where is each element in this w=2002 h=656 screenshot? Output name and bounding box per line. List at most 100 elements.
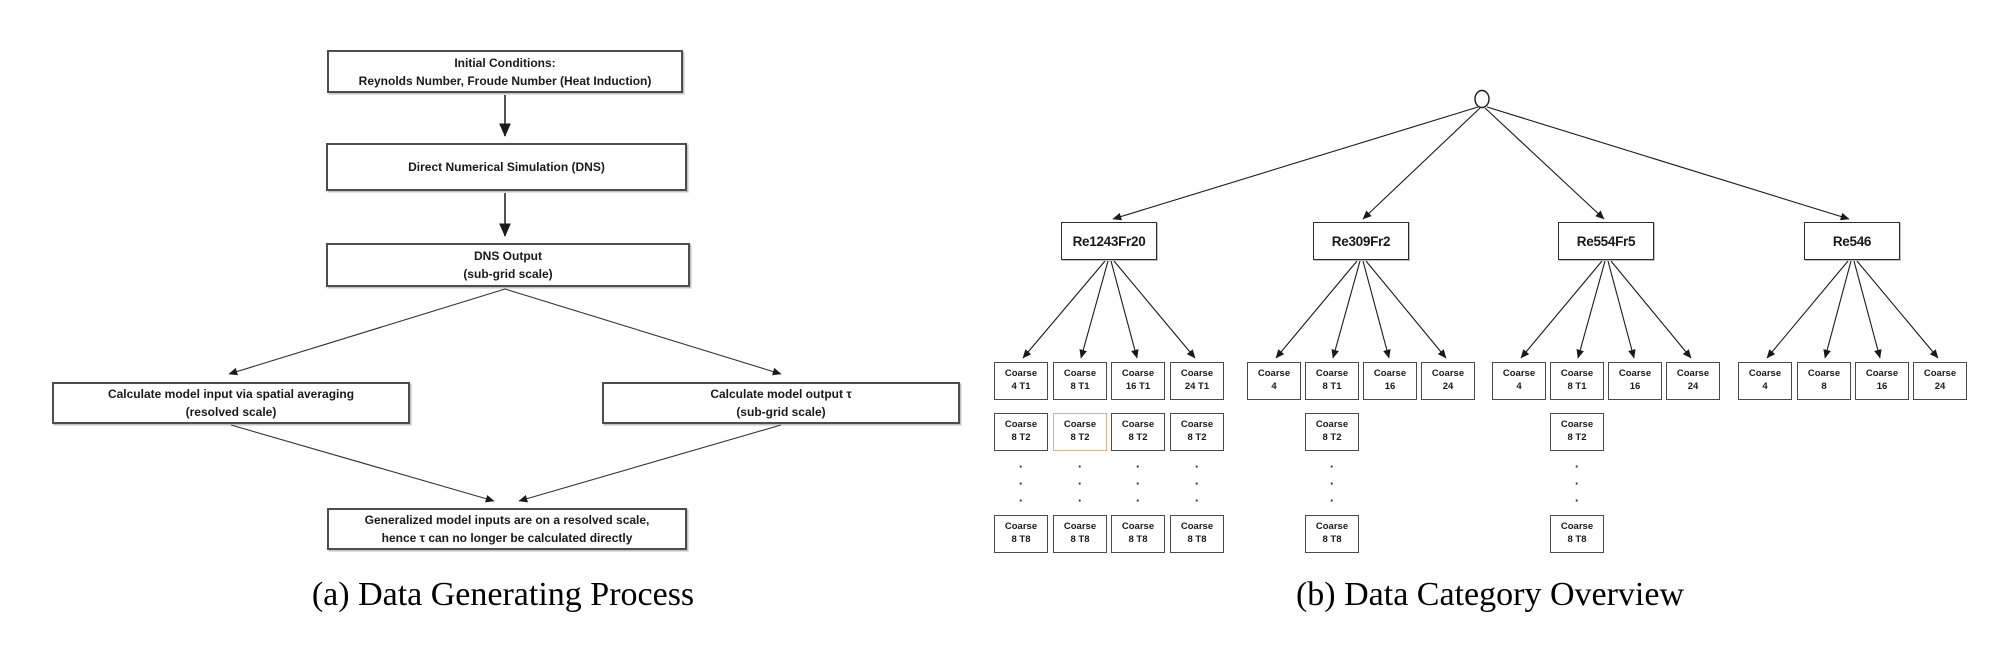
flow-box-text: Reynolds Number, Froude Number (Heat Ind… [358,73,652,88]
leaf-line: 8 T8 [1070,534,1090,545]
leaf-line: Coarse [1063,521,1097,533]
flow-box-dns-output: DNS Output (sub-grid scale) [326,243,690,287]
leaf-line: 16 [1384,381,1396,392]
leaf-line: 8 T2 [1070,432,1090,443]
leaf-line: 8 T2 [1128,432,1148,443]
leaf-line: 24 [1687,381,1699,392]
leaf-line: 8 T1 [1567,381,1587,392]
leaf-line: Coarse [1502,368,1536,380]
leaf-line: Coarse [1180,368,1214,380]
leaf-line: Coarse [1121,368,1155,380]
flow-box-dns: Direct Numerical Simulation (DNS) [326,143,687,191]
ellipsis-dots: · · · [1077,459,1083,508]
leaf-line: Coarse [1560,419,1594,431]
flow-box-text: Direct Numerical Simulation (DNS) [408,160,605,174]
flow-box-text: DNS Output [474,249,542,263]
leaf-line: Coarse [1560,368,1594,380]
leaf-line: 16 T1 [1125,381,1151,392]
leaf-line: Coarse [1807,368,1841,380]
leaf-line: 4 [1516,381,1522,392]
leaf-line: 8 T2 [1322,432,1342,443]
leaf-line: Coarse [1063,368,1097,380]
leaf-line: Coarse [1180,419,1214,431]
leaf-line: Coarse [1865,368,1899,380]
flow-box-initial-conditions: Initial Conditions: Reynolds Number, Fro… [327,50,683,93]
leaf-line: Coarse [1257,368,1291,380]
leaf-line: 8 T8 [1011,534,1031,545]
leaf-line: 8 T1 [1070,381,1090,392]
flow-box-model-output: Calculate model output τ (sub-grid scale… [602,382,960,424]
flow-box-text: Initial Conditions: [454,55,556,70]
panel-b-tree-edges [1022,89,1939,359]
leaf-line: 4 [1762,381,1768,392]
leaf-line: Coarse [1121,521,1155,533]
leaf-line: Coarse [1923,368,1957,380]
leaf-line: 8 T8 [1567,534,1587,545]
leaf-line: 4 [1271,381,1277,392]
leaf-line: 8 T8 [1128,534,1148,545]
flow-box-text: Generalized model inputs are on a resolv… [364,513,650,527]
flow-box-text: Calculate model output τ [710,387,852,401]
flow-box-text: (resolved scale) [185,405,277,419]
flow-box-text: (sub-grid scale) [736,405,826,419]
caption-panel-b: (b) Data Category Overview [1295,576,1684,613]
flow-box-text: Calculate model input via spatial averag… [107,387,355,401]
category-box-re554fr5: Re554Fr5 [1558,222,1654,260]
category-box-re1243fr20: Re1243Fr20 [1061,222,1157,260]
leaf-line: Coarse [1004,419,1038,431]
leaf-line: Coarse [1121,419,1155,431]
flow-box-generalized-inputs: Generalized model inputs are on a resolv… [327,508,687,550]
leaf-line: Coarse [1315,521,1349,533]
leaf-line: Coarse [1676,368,1710,380]
ellipsis-dots: · · · [1574,459,1580,508]
ellipsis-dots: · · · [1329,459,1335,508]
leaf-line: 8 T8 [1187,534,1207,545]
leaf-line: Coarse [1618,368,1652,380]
leaf-line: 24 [1934,381,1946,392]
flow-box-text: (sub-grid scale) [463,267,553,281]
leaf-line: 16 [1876,381,1888,392]
leaf-line: Coarse [1004,368,1038,380]
leaf-line: Coarse [1180,521,1214,533]
leaf-line: 4 T1 [1011,381,1031,392]
flow-box-text: hence τ can no longer be calculated dire… [381,531,633,545]
leaf-line: Coarse [1315,368,1349,380]
leaf-line: Coarse [1748,368,1782,380]
flow-box-model-input: Calculate model input via spatial averag… [52,382,410,424]
leaf-line: 8 T2 [1011,432,1031,443]
tree-root-node [1474,89,1490,109]
leaf-line: Coarse [1315,419,1349,431]
leaf-line: Coarse [1373,368,1407,380]
leaf-line: 8 T1 [1322,381,1342,392]
leaf-line: 8 T8 [1322,534,1342,545]
leaf-line: 8 T2 [1567,432,1587,443]
leaf-line: 24 [1442,381,1454,392]
category-box-re309fr2: Re309Fr2 [1313,222,1409,260]
leaf-line: Coarse [1431,368,1465,380]
leaf-line: Coarse [1004,521,1038,533]
ellipsis-dots: · · · [1018,459,1024,508]
